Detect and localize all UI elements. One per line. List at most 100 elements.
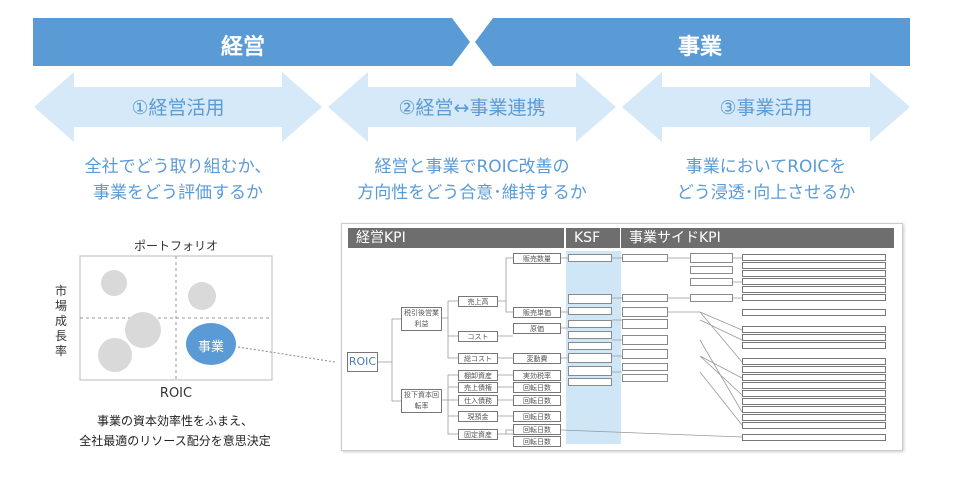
biz-box	[622, 254, 668, 262]
biz-box	[622, 294, 668, 302]
tree-root: ROIC	[347, 352, 378, 372]
kpi-bar	[742, 254, 886, 261]
biz-box	[622, 335, 668, 345]
portfolio-ylabel: 市 場 成 長 率	[54, 284, 68, 359]
portfolio-highlight-label: 事業	[197, 340, 224, 355]
tree-l2-node: 棚卸資産	[458, 370, 498, 381]
phase-arrow-2	[328, 72, 616, 142]
portfolio-highlight-bubble	[186, 323, 236, 365]
portfolio-bubble	[188, 282, 216, 310]
connector-l2	[498, 257, 513, 435]
kpi-bar	[742, 358, 886, 365]
phase-arrow-3	[622, 72, 910, 142]
ylabel-char-1: 市	[54, 284, 67, 298]
portfolio-bubble	[101, 270, 127, 296]
phase-desc-1: 全社でどう取り組むか、 事業をどう評価するか	[34, 154, 322, 206]
ylabel-char-4: 長	[54, 329, 67, 343]
band-business	[475, 18, 910, 66]
kpi-bar	[742, 422, 886, 429]
kpi-bar	[742, 382, 886, 389]
connector-l1-top	[442, 300, 458, 359]
tree-l2-node: 仕入債務	[458, 395, 498, 406]
phase-desc-1-line2: 事業をどう評価するか	[93, 183, 263, 203]
tree-l2-node: 固定資産	[458, 429, 498, 440]
biz-box	[622, 307, 668, 317]
phase-desc-2: 経営と事業でROIC改善の 方向性をどう合意･維持するか	[328, 154, 616, 206]
header-business-kpi: 事業サイドKPI	[621, 228, 894, 248]
ylabel-char-5: 率	[54, 344, 67, 358]
tree-l3-node: 回転日数	[513, 395, 561, 406]
band-label-business: 事業	[677, 35, 722, 60]
tree-l3-node: 回転日数	[513, 424, 561, 435]
kpi-bar	[742, 406, 886, 413]
phase-desc-2-line1: 経営と事業でROIC改善の	[374, 157, 570, 177]
kpi-bar	[742, 414, 886, 421]
connector-biz-right	[733, 257, 742, 299]
biz-box	[622, 363, 668, 371]
portfolio-title: ポートフォリオ	[133, 239, 218, 253]
biz-box	[690, 253, 733, 263]
ksf-box	[568, 331, 612, 339]
kpi-bar	[742, 390, 886, 397]
phase-label-2: ②経営↔事業連携	[398, 97, 546, 119]
tree-l3-node: 販売数量	[513, 253, 561, 264]
kpi-bar	[742, 366, 886, 373]
tree-l3-node: 回転日数	[513, 382, 561, 393]
portfolio-caption: 事業の資本効率性をふまえ、 全社最適のリソース配分を意思決定	[40, 411, 310, 451]
tree-l3-node: 変動費	[513, 353, 561, 364]
tree-l3-node: 実効税率	[513, 370, 561, 381]
phase-label-3: ③事業活用	[719, 97, 813, 119]
phase-desc-1-line1: 全社でどう取り組むか、	[84, 157, 272, 177]
kpi-bar	[742, 326, 886, 333]
kpi-bar	[742, 278, 886, 285]
connector-biz	[612, 257, 622, 373]
phase-desc-3-line2: どう浸透･向上させるか	[676, 183, 856, 203]
kpi-bar	[742, 294, 886, 301]
tree-l1-node: 税引後営業利益	[401, 307, 442, 331]
ksf-box	[568, 353, 612, 363]
biz-box	[690, 278, 733, 286]
tree-l2-node: 総コスト	[458, 353, 498, 364]
kpi-bar	[742, 334, 886, 341]
header-management-kpi: 経営KPI	[348, 228, 564, 248]
phase-label-1: ①経営活用	[131, 97, 225, 119]
ksf-box	[568, 294, 612, 304]
kpi-bar	[742, 434, 886, 441]
connector-biz-kpi	[668, 257, 743, 426]
ksf-box	[568, 378, 612, 386]
band-label-management: 経営	[220, 35, 265, 60]
tree-l2-node: 売上債権	[458, 382, 498, 393]
connector-long	[560, 429, 743, 438]
tree-l1-node: 投下資本回転率	[401, 389, 442, 413]
phase-desc-2-line2: 方向性をどう合意･維持するか	[357, 183, 587, 203]
biz-box	[690, 294, 733, 302]
tree-l2-node: 現預金	[458, 411, 498, 422]
tree-l2-node: コスト	[458, 331, 498, 342]
kpi-bar	[742, 342, 886, 349]
biz-box	[622, 319, 668, 329]
tree-l3-node: 原価	[513, 323, 561, 334]
ylabel-char-3: 成	[54, 314, 67, 328]
ksf-box	[568, 307, 612, 315]
portfolio-xlabel: ROIC	[159, 386, 193, 401]
portfolio-bubble	[125, 312, 161, 348]
band-management	[33, 18, 470, 66]
phase-arrow-1	[34, 72, 322, 142]
biz-box	[622, 374, 668, 382]
kpi-bar	[742, 286, 886, 293]
tree-l3-node: 回転日数	[513, 436, 561, 447]
kpi-bar	[742, 309, 886, 316]
header-ksf: KSF	[566, 228, 620, 248]
ylabel-char-2: 場	[54, 299, 67, 313]
portfolio-bubble	[98, 338, 132, 372]
tree-l3-node: 回転日数	[513, 411, 561, 422]
kpi-bar	[742, 270, 886, 277]
connector-root	[378, 318, 401, 402]
portfolio-caption-line2: 全社最適のリソース配分を意思決定	[79, 434, 271, 448]
portfolio-caption-line1: 事業の資本効率性をふまえ、	[96, 414, 253, 428]
tree-l2-node: 売上高	[458, 296, 498, 307]
ksf-box	[568, 366, 612, 376]
